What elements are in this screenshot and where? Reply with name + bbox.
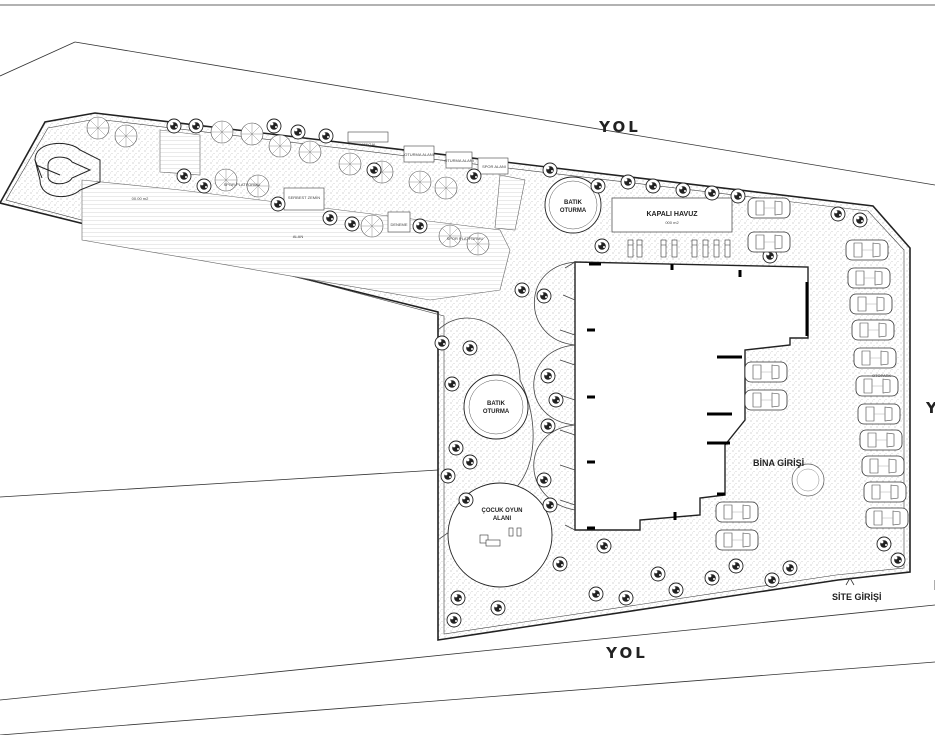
building-walls: [587, 262, 809, 530]
building-edge: [559, 261, 576, 531]
svg-text:SPOR ALANI: SPOR ALANI: [482, 164, 506, 169]
svg-text:SPOR PLATFORMU: SPOR PLATFORMU: [224, 182, 261, 187]
seating-circle-mid: [463, 374, 529, 440]
pavilions: [283, 131, 509, 233]
garden-lobes: [533, 261, 581, 511]
svg-text:SERBEST ZEMİN: SERBEST ZEMİN: [288, 195, 320, 200]
entrance-fountain-inner: [796, 468, 820, 492]
seating-circle-top-inner: [548, 180, 598, 230]
seating-mid-label-1: BATIK: [487, 401, 506, 407]
indoor-pool: [611, 197, 733, 233]
playground-label-2: ALANI: [493, 516, 512, 522]
sports-ramp: [159, 129, 526, 231]
site-entrance-arrow: [845, 577, 855, 586]
seating-top-label-1: BATIK: [564, 200, 583, 206]
svg-text:OTURMA ALANI: OTURMA ALANI: [444, 158, 474, 163]
svg-text:OTURMA ALANI: OTURMA ALANI: [404, 152, 434, 157]
seating-circle-top: [544, 176, 602, 234]
svg-text:DENEME: DENEME: [390, 222, 407, 227]
parcel-lines: [0, 4, 935, 735]
playground-label-1: ÇOCUK OYUN: [481, 508, 522, 514]
svg-text:SPOR PLATFORMU: SPOR PLATFORMU: [447, 236, 484, 241]
road-label-bottom: YOL: [605, 644, 648, 662]
site-entrance-label: SİTE GİRİŞİ: [832, 592, 882, 602]
play-equipment: [479, 527, 522, 547]
building-entrance-label: BİNA GİRİŞİ: [753, 458, 804, 468]
svg-text:00.00 m2: 00.00 m2: [132, 196, 149, 201]
pavilion-labels: MANGAL OTURMA ALANI OTURMA ALANI SPOR PL…: [132, 142, 506, 241]
playground-circle: [447, 482, 553, 588]
loop-feature: [34, 142, 101, 198]
road-label-top: YOL: [598, 118, 641, 136]
svg-text:ALAN: ALAN: [293, 234, 304, 239]
building-footprint: [574, 261, 809, 531]
entrance-fountain: [791, 463, 825, 497]
road-label-right: Y: [925, 399, 935, 417]
pool-area: 000 m2: [665, 220, 679, 225]
terrace-paving: [81, 179, 511, 301]
svg-text:MANGAL: MANGAL: [360, 142, 378, 147]
seating-mid-label-2: OTURMA: [483, 409, 510, 415]
seating-circle-mid-inner: [468, 379, 524, 435]
pool-label: KAPALI HAVUZ: [646, 211, 698, 218]
parking-label: OTOPARK: [872, 373, 892, 378]
seating-top-label-2: OTURMA: [560, 208, 587, 214]
